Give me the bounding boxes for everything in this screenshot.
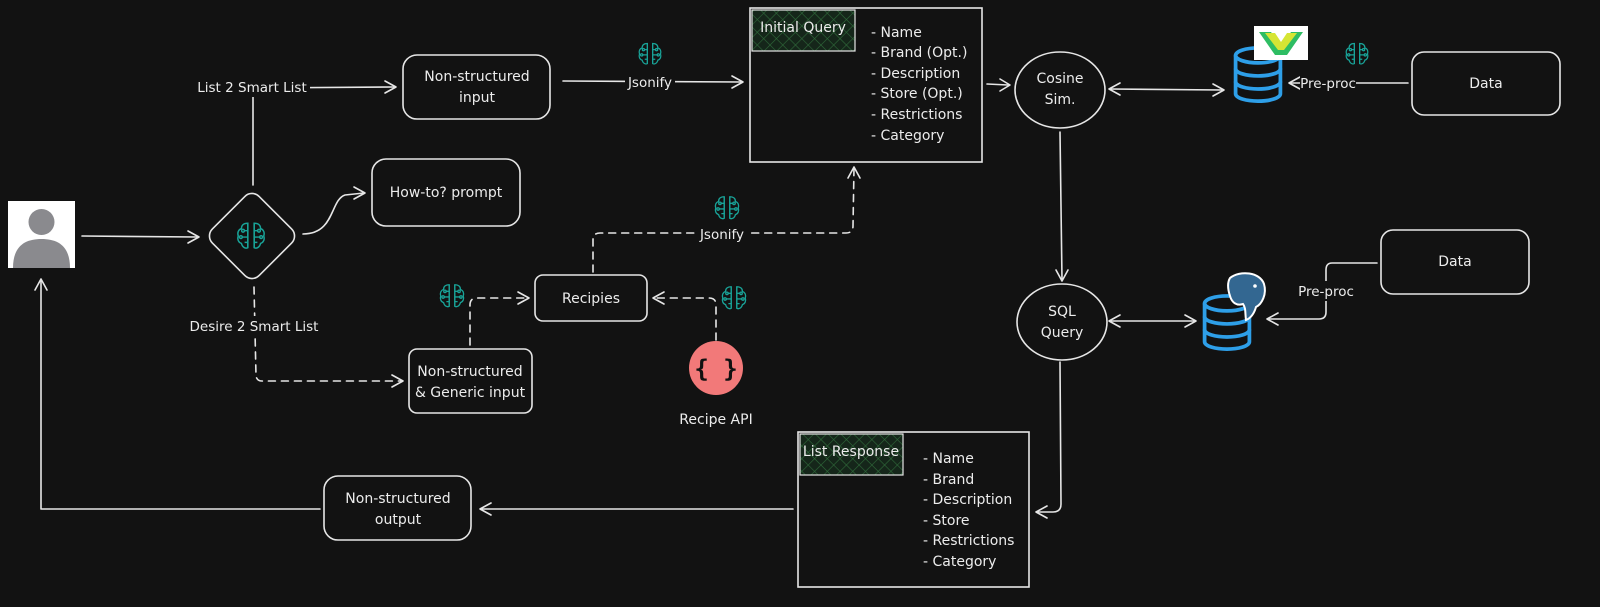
curly-braces-icon: { } xyxy=(694,355,737,383)
brain-circuit-icon xyxy=(714,196,740,220)
initial-query-field: - Category xyxy=(871,128,944,144)
label-desire-to-smart-list: Desire 2 Smart List xyxy=(190,319,319,335)
postgres-database[interactable] xyxy=(1205,272,1266,349)
output-line2: output xyxy=(375,512,422,528)
list-response-schema[interactable]: List Response - Name - Brand - Descripti… xyxy=(797,431,1030,588)
edge-labels: List 2 Smart List Desire 2 Smart List Js… xyxy=(186,72,1359,336)
initial-query-schema[interactable]: Initial Query - Name - Brand (Opt.) - De… xyxy=(749,7,983,163)
list-response-field: - Category xyxy=(923,554,996,570)
brain-circuit-icon xyxy=(1345,42,1369,65)
edge-generic-to-recipies xyxy=(469,297,529,346)
edge-recipies-to-initial-query xyxy=(592,167,855,273)
recipe-api-label: Recipe API xyxy=(679,412,752,428)
nonstructured-input-line2: input xyxy=(459,90,496,106)
edge-hub-to-nonstructured-input xyxy=(252,86,396,186)
recipe-api-node[interactable]: { } Recipe API xyxy=(679,341,753,428)
list-response-field: - Store xyxy=(923,513,970,529)
output-line1: Non-structured xyxy=(345,491,450,507)
brain-circuit-icon xyxy=(237,222,265,249)
nonstructured-input-line1: Non-structured xyxy=(424,69,529,85)
data-source-bottom[interactable]: Data xyxy=(1380,229,1530,295)
edge-cosine-db xyxy=(1109,88,1224,91)
sql-line2: Query xyxy=(1041,325,1084,341)
cosine-line1: Cosine xyxy=(1036,71,1083,87)
label-jsonify-middle: Jsonify xyxy=(699,227,744,243)
howto-prompt-node[interactable]: How-to? prompt xyxy=(371,158,521,227)
sql-line1: SQL xyxy=(1048,304,1076,320)
brain-circuit-icon xyxy=(721,286,747,310)
initial-query-field: - Store (Opt.) xyxy=(871,86,963,102)
edge-api-to-recipies xyxy=(653,297,717,341)
weaviate-logo-icon xyxy=(1254,26,1308,60)
edge-cosine-to-sql xyxy=(1059,131,1063,281)
vector-database[interactable] xyxy=(1233,26,1308,104)
sql-query-node[interactable]: SQL Query xyxy=(1016,283,1108,361)
data-top-label: Data xyxy=(1469,76,1502,92)
data-bottom-label: Data xyxy=(1438,254,1471,270)
list-response-field: - Description xyxy=(923,492,1012,508)
initial-query-field: - Description xyxy=(871,66,960,82)
initial-query-field: - Brand (Opt.) xyxy=(871,45,967,61)
generic-input-line2: & Generic input xyxy=(415,385,526,401)
list-response-field: - Brand xyxy=(923,472,974,488)
cosine-line2: Sim. xyxy=(1045,92,1076,108)
ai-router-node[interactable] xyxy=(205,189,298,282)
initial-query-field: - Restrictions xyxy=(871,107,962,123)
recipies-node[interactable]: Recipies xyxy=(534,274,648,322)
label-list-to-smart-list: List 2 Smart List xyxy=(197,80,307,96)
initial-query-field: - Name xyxy=(871,25,922,41)
howto-prompt-label: How-to? prompt xyxy=(390,185,503,201)
edge-sql-to-list-response xyxy=(1036,361,1062,513)
edge-hub-to-howto xyxy=(302,192,365,235)
initial-query-title: Initial Query xyxy=(760,20,846,36)
nonstructured-generic-input-node[interactable]: Non-structured & Generic input xyxy=(408,348,533,414)
postgresql-elephant-icon xyxy=(1227,272,1266,322)
user-avatar[interactable]: user-avatar-icon xyxy=(8,201,75,268)
nonstructured-input-node[interactable]: Non-structured input xyxy=(402,54,551,120)
data-source-top[interactable]: Data xyxy=(1411,51,1561,116)
nonstructured-output-node[interactable]: Non-structured output xyxy=(323,475,472,541)
edge-user-to-hub xyxy=(81,235,199,238)
label-preproc-top: Pre-proc xyxy=(1300,76,1356,92)
list-response-title: List Response xyxy=(803,444,899,460)
edge-output-to-user xyxy=(40,279,321,510)
edge-initial-query-to-cosine xyxy=(986,83,1009,86)
cosine-similarity-node[interactable]: Cosine Sim. xyxy=(1014,51,1106,129)
recipies-label: Recipies xyxy=(562,291,620,307)
list-response-field: - Name xyxy=(923,451,974,467)
edges xyxy=(34,75,1409,519)
edge-hub-to-generic-input xyxy=(253,286,403,382)
label-preproc-bottom: Pre-proc xyxy=(1298,284,1354,300)
brain-circuit-icon xyxy=(638,42,662,65)
generic-input-line1: Non-structured xyxy=(417,364,522,380)
label-jsonify-top: Jsonify xyxy=(627,75,672,91)
brain-circuit-icon xyxy=(439,284,465,308)
list-response-field: - Restrictions xyxy=(923,533,1014,549)
